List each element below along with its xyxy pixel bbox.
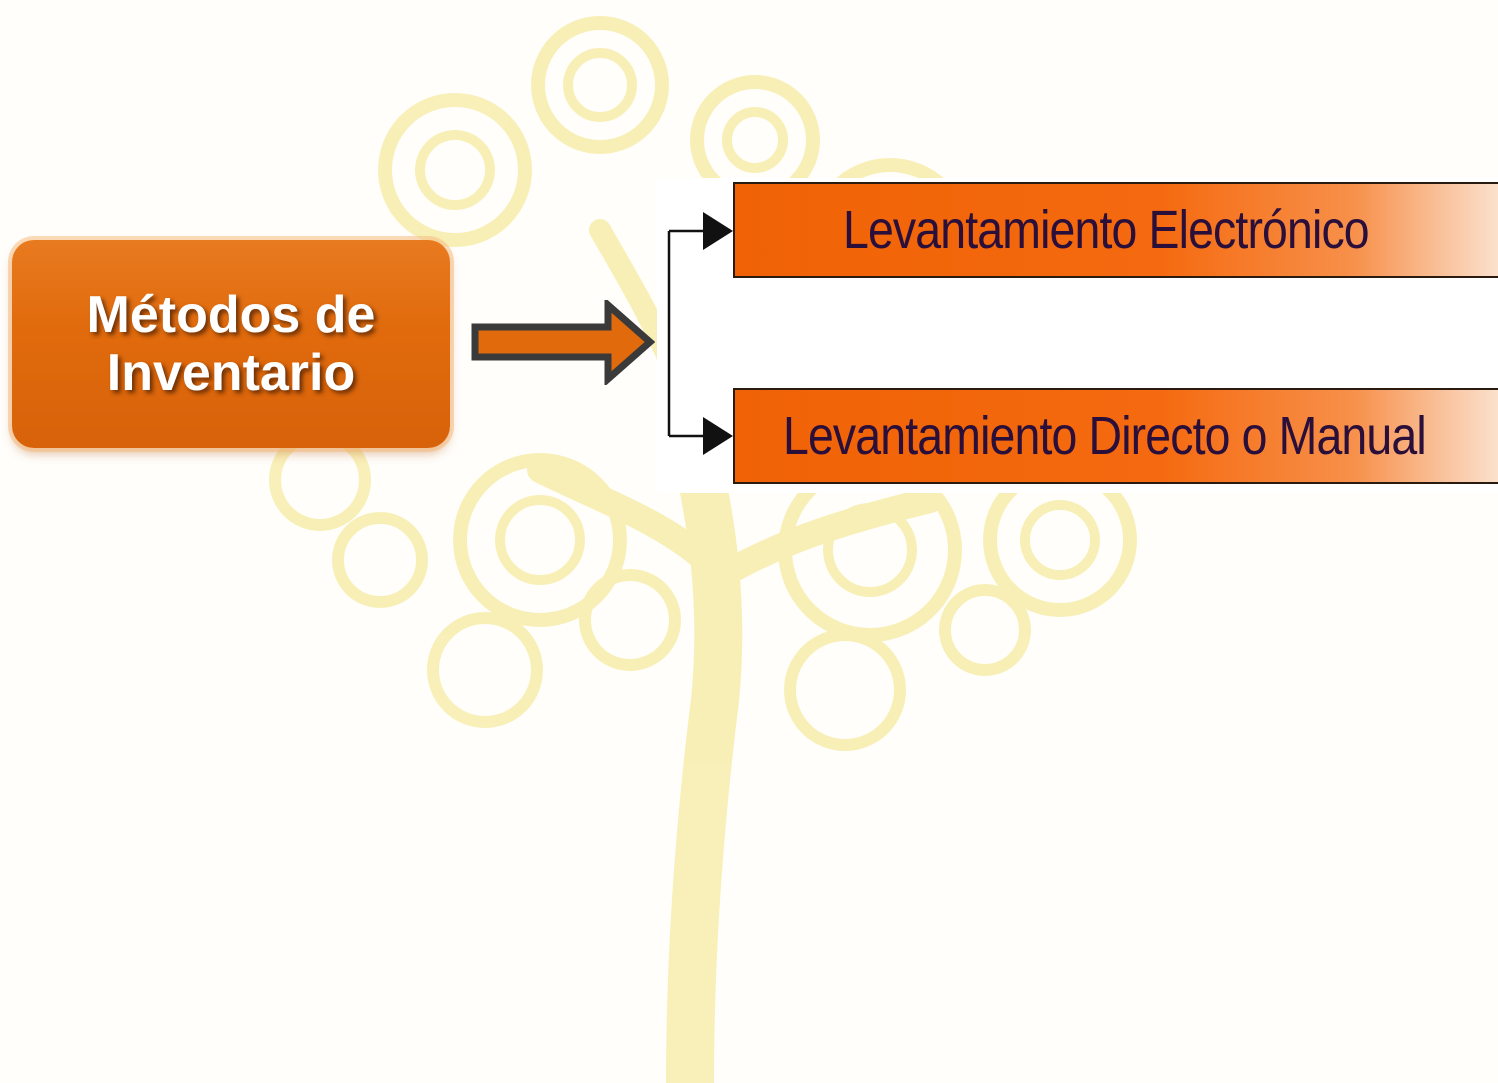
main-node: Métodos de Inventario <box>12 240 450 448</box>
main-node-label: Métodos de Inventario <box>86 286 376 402</box>
arrowhead-icon <box>703 417 733 455</box>
branch-node-electronic: Levantamiento Electrónico <box>733 182 1498 278</box>
branch-label: Levantamiento Directo o Manual <box>783 406 1427 466</box>
block-arrow-right-icon <box>471 300 655 385</box>
branch-node-manual: Levantamiento Directo o Manual <box>733 388 1498 484</box>
branch-connector <box>667 212 733 455</box>
branch-label: Levantamiento Electrónico <box>843 200 1370 260</box>
arrowhead-icon <box>703 212 733 250</box>
